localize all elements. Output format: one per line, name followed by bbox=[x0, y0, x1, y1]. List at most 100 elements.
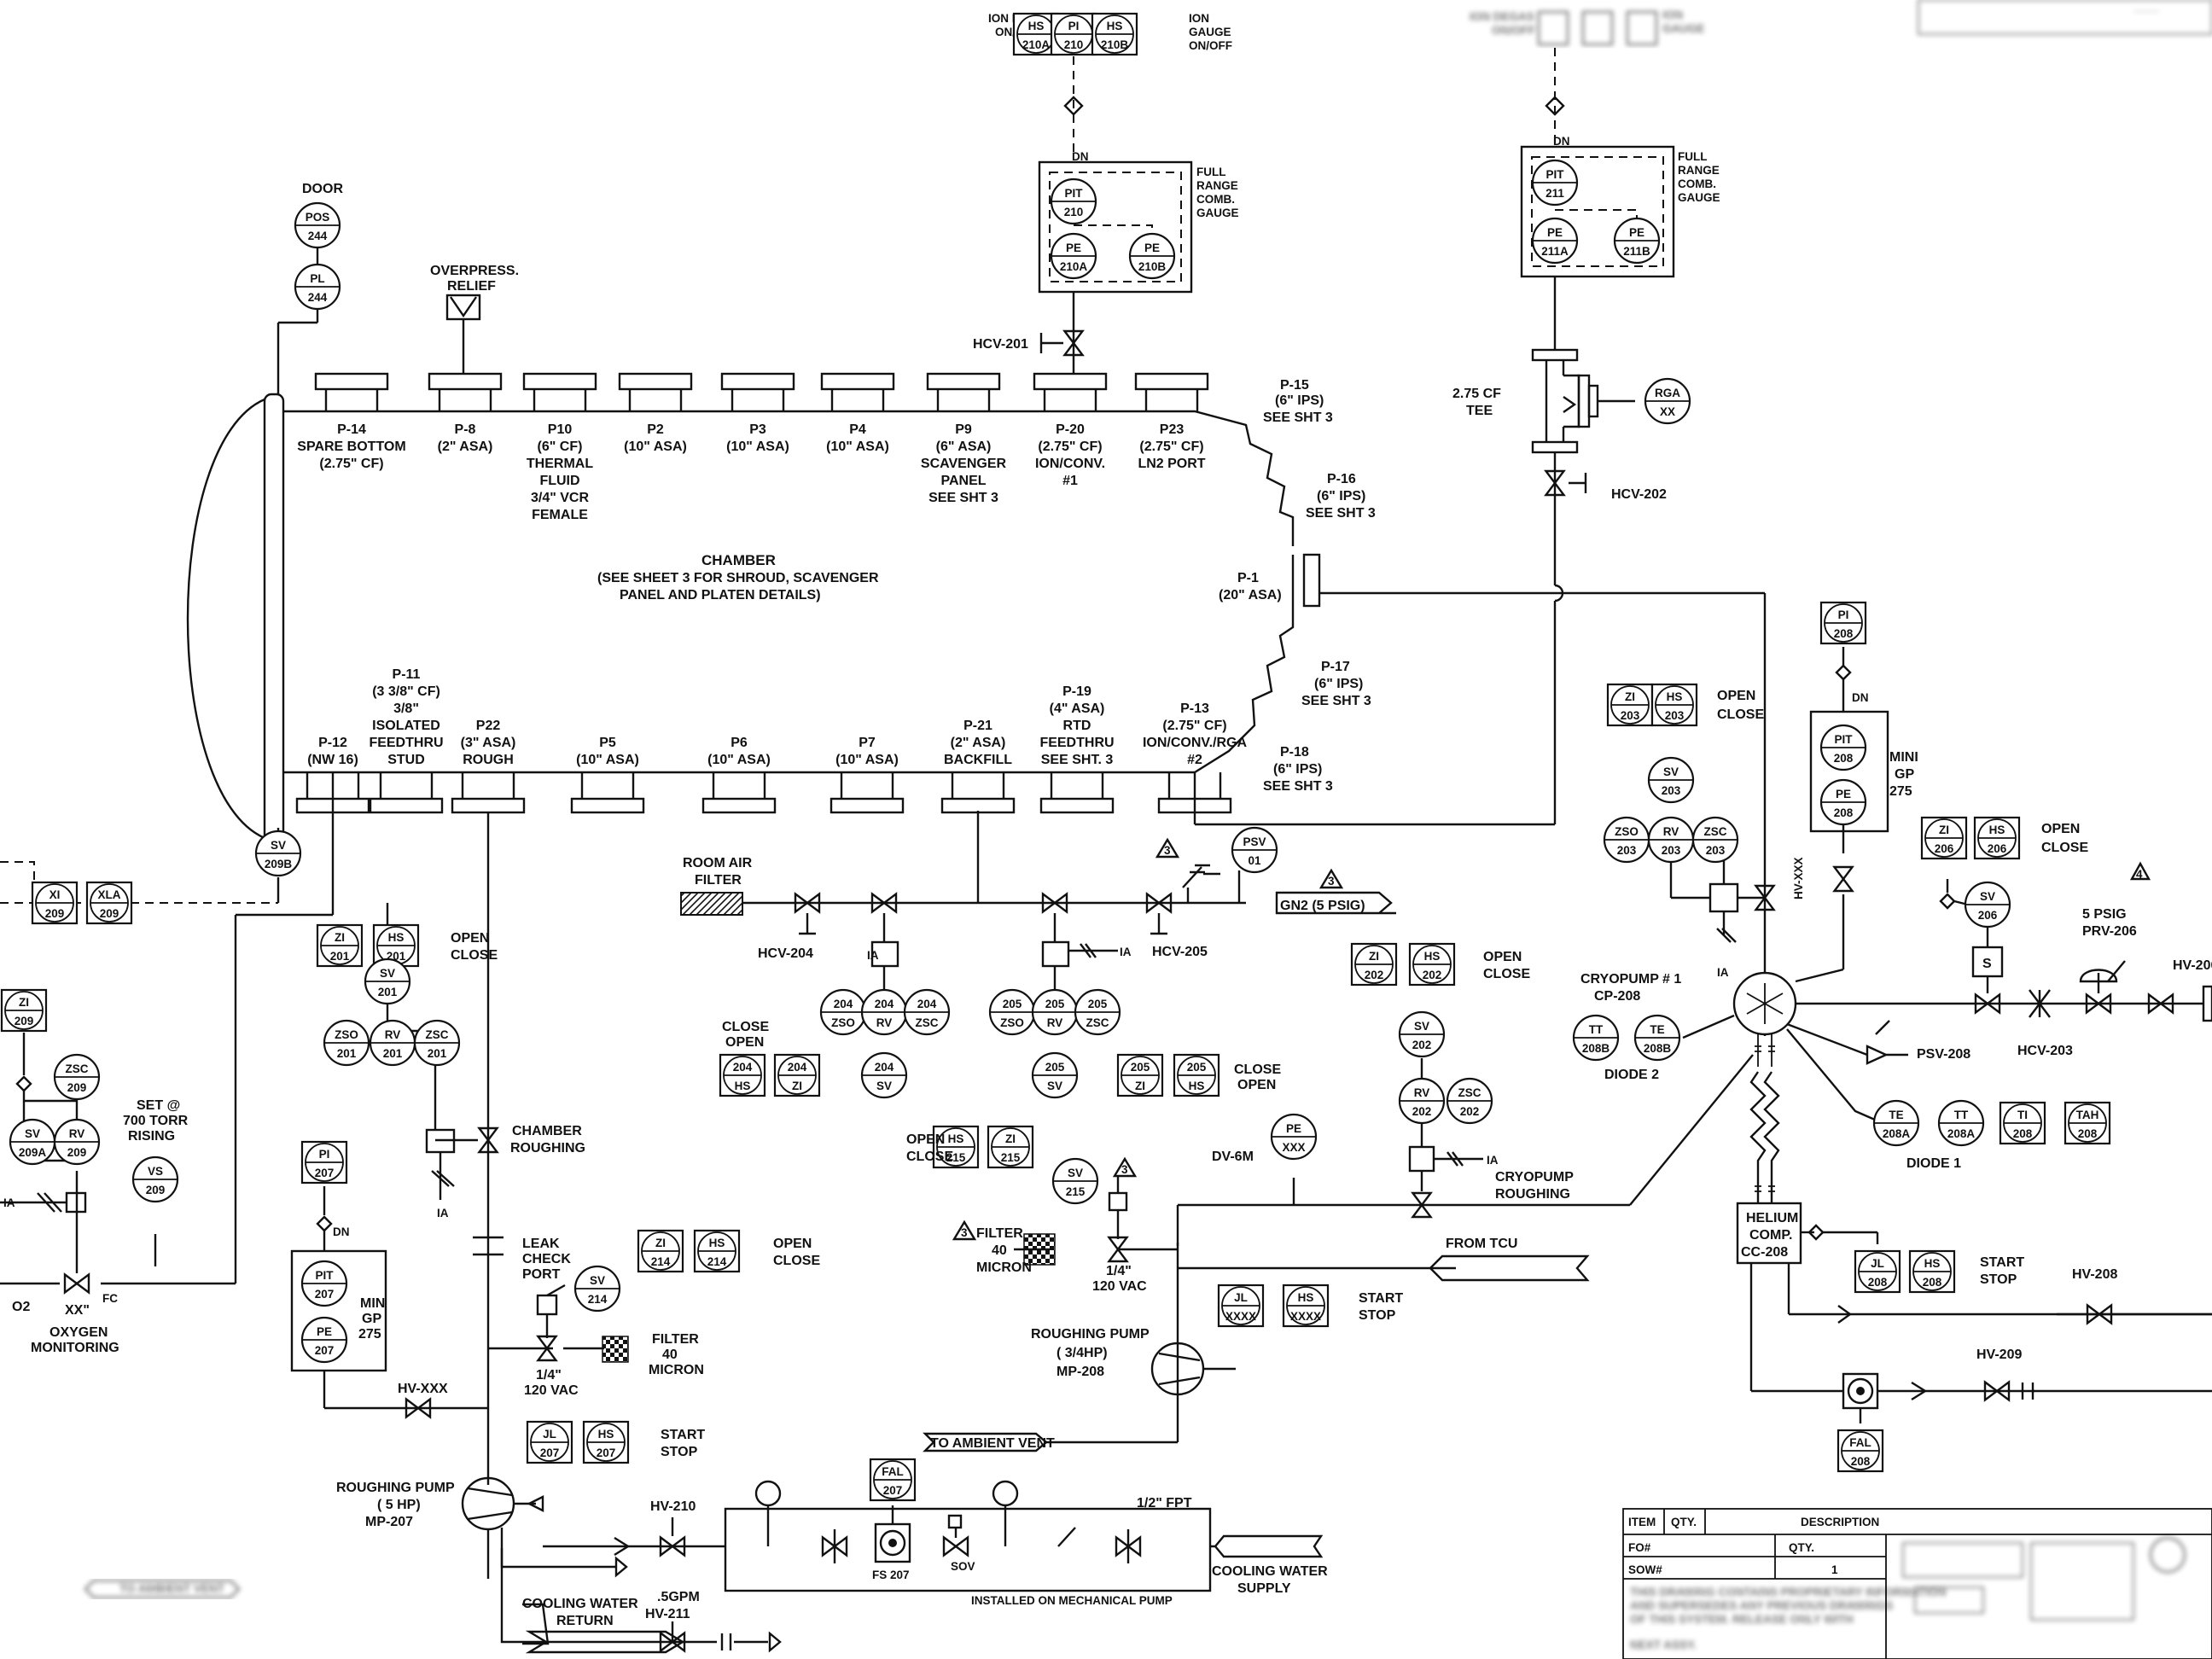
instrument-tag-top: 205 bbox=[1131, 1061, 1150, 1074]
instrument-tag-bottom: 208 bbox=[1834, 752, 1854, 765]
tb-qty-2: QTY. bbox=[1789, 1541, 1814, 1554]
gate-valve bbox=[63, 1272, 90, 1295]
instrument-tag-bottom: 201 bbox=[383, 1047, 403, 1060]
instrument-tag-top: HS bbox=[388, 931, 405, 944]
bottom-ports: P-12(NW 16)P-11(3 3/8" CF)3/8"ISOLATEDFE… bbox=[295, 667, 1248, 814]
instrument-tag-bottom: XXX bbox=[1282, 1141, 1305, 1154]
instrument-tag-bottom: 201 bbox=[428, 1047, 447, 1060]
room-air-1: ROOM AIR bbox=[683, 856, 753, 870]
port-desc: ION/CONV./RGA bbox=[1143, 736, 1248, 750]
leak-check-3: PORT bbox=[522, 1267, 561, 1282]
oc-203a: OPEN bbox=[1717, 689, 1755, 703]
instrument-tag-bottom: 202 bbox=[1412, 1105, 1432, 1118]
ss-xxxa: START bbox=[1359, 1291, 1403, 1306]
cf-tee-1: 2.75 CF bbox=[1452, 387, 1501, 401]
instrument-tag-bottom: 207 bbox=[315, 1288, 335, 1301]
rough34-1: ROUGHING PUMP bbox=[1031, 1327, 1150, 1342]
vac-120-2: 120 VAC bbox=[524, 1383, 579, 1398]
instrument-tag-top: PI bbox=[1068, 20, 1080, 32]
oc-206b: CLOSE bbox=[2041, 841, 2088, 855]
port-desc: (10" ASA) bbox=[835, 753, 899, 767]
instrument-tag-top: PE bbox=[1144, 242, 1160, 254]
gate-valve bbox=[1145, 892, 1173, 914]
fs-207-label: FS 207 bbox=[872, 1569, 910, 1581]
min-gp-2: GP bbox=[362, 1312, 381, 1326]
instrument-tag-top: PIT bbox=[315, 1269, 334, 1282]
hv-208-label: HV-208 bbox=[2072, 1267, 2117, 1282]
psv-208-label: PSV-208 bbox=[1917, 1047, 1970, 1062]
port-p1-d1: (20" ASA) bbox=[1219, 588, 1282, 602]
cw-return-1: COOLING WATER bbox=[522, 1597, 638, 1611]
instrument-tag-top: FAL bbox=[882, 1465, 904, 1478]
instrument-tag-bottom: 209 bbox=[67, 1081, 87, 1094]
instrument-tag-top: SV bbox=[1414, 1020, 1429, 1033]
instrument-tag-bottom: 215 bbox=[1001, 1151, 1021, 1164]
instrument-tag-top: HS bbox=[1424, 950, 1441, 963]
chamber-roughing-2: ROUGHING bbox=[510, 1141, 585, 1155]
instrument-tag-bottom: 203 bbox=[1621, 709, 1640, 722]
port-p22: P22(3" ASA)ROUGH bbox=[451, 719, 526, 814]
instrument-tag-top: ZI bbox=[335, 931, 345, 944]
port-desc: SEE SHT. 3 bbox=[1041, 753, 1114, 767]
flange bbox=[314, 372, 389, 391]
dn-label-207: DN bbox=[333, 1225, 350, 1238]
rough5-2: ( 5 HP) bbox=[377, 1498, 421, 1512]
port-desc: (6" ASA) bbox=[936, 439, 992, 454]
instrument-tag-bottom: 209 bbox=[15, 1015, 34, 1027]
instrument-tag-top: HS bbox=[1989, 824, 2005, 836]
instrument-tag-bottom: XX bbox=[1660, 405, 1675, 418]
hv-209-label: HV-209 bbox=[1976, 1348, 2022, 1362]
instrument-tag-bottom: 201 bbox=[378, 986, 398, 998]
instrument-tag-bottom: 210 bbox=[1064, 38, 1084, 51]
set-700-3: RISING bbox=[128, 1129, 175, 1144]
port-desc: ION/CONV. bbox=[1035, 457, 1105, 471]
instrument-tag-bottom: ZI bbox=[792, 1080, 802, 1092]
port-desc: FLUID bbox=[539, 474, 579, 488]
prv-206-1: 5 PSIG bbox=[2082, 907, 2127, 922]
xx-label: XX" bbox=[65, 1303, 90, 1318]
diode-2-label: DIODE 2 bbox=[1604, 1068, 1659, 1082]
cryopump-2: CP-208 bbox=[1594, 989, 1640, 1004]
port-p16-d2: SEE SHT 3 bbox=[1306, 506, 1376, 521]
filter-40b-2: 40 bbox=[992, 1243, 1007, 1258]
port-id: P23 bbox=[1160, 422, 1185, 437]
instrument-tag-bottom: 203 bbox=[1706, 844, 1726, 857]
instrument-tag-bottom: 209 bbox=[45, 907, 65, 920]
tb-sow: SOW# bbox=[1628, 1563, 1662, 1576]
port-id: P10 bbox=[548, 422, 573, 437]
leak-check-1: LEAK bbox=[522, 1237, 560, 1251]
filter-40b-1: FILTER bbox=[976, 1226, 1023, 1241]
port-p-8: P-8(2" ASA) bbox=[428, 372, 503, 454]
mini-gp-3: 275 bbox=[1889, 784, 1912, 799]
instrument-tag-bottom: SV bbox=[876, 1080, 892, 1092]
port-p5: P5(10" ASA) bbox=[570, 736, 645, 814]
chamber-note-1: (SEE SHEET 3 FOR SHROUD, SCAVENGER bbox=[597, 571, 879, 585]
gate-valve bbox=[477, 1126, 499, 1154]
port-p6: P6(10" ASA) bbox=[701, 736, 777, 814]
instrument-tag-top: SV bbox=[1068, 1167, 1083, 1179]
instrument-tag-top: TT bbox=[1954, 1109, 1969, 1121]
tri-b: 3 bbox=[1328, 875, 1335, 888]
port-desc: (2.75" CF) bbox=[319, 457, 383, 471]
ion-gauge-1b: GAUGE bbox=[1189, 26, 1231, 38]
instrument-tag-top: RV bbox=[1414, 1086, 1430, 1099]
ss-xxxb: STOP bbox=[1359, 1308, 1396, 1323]
